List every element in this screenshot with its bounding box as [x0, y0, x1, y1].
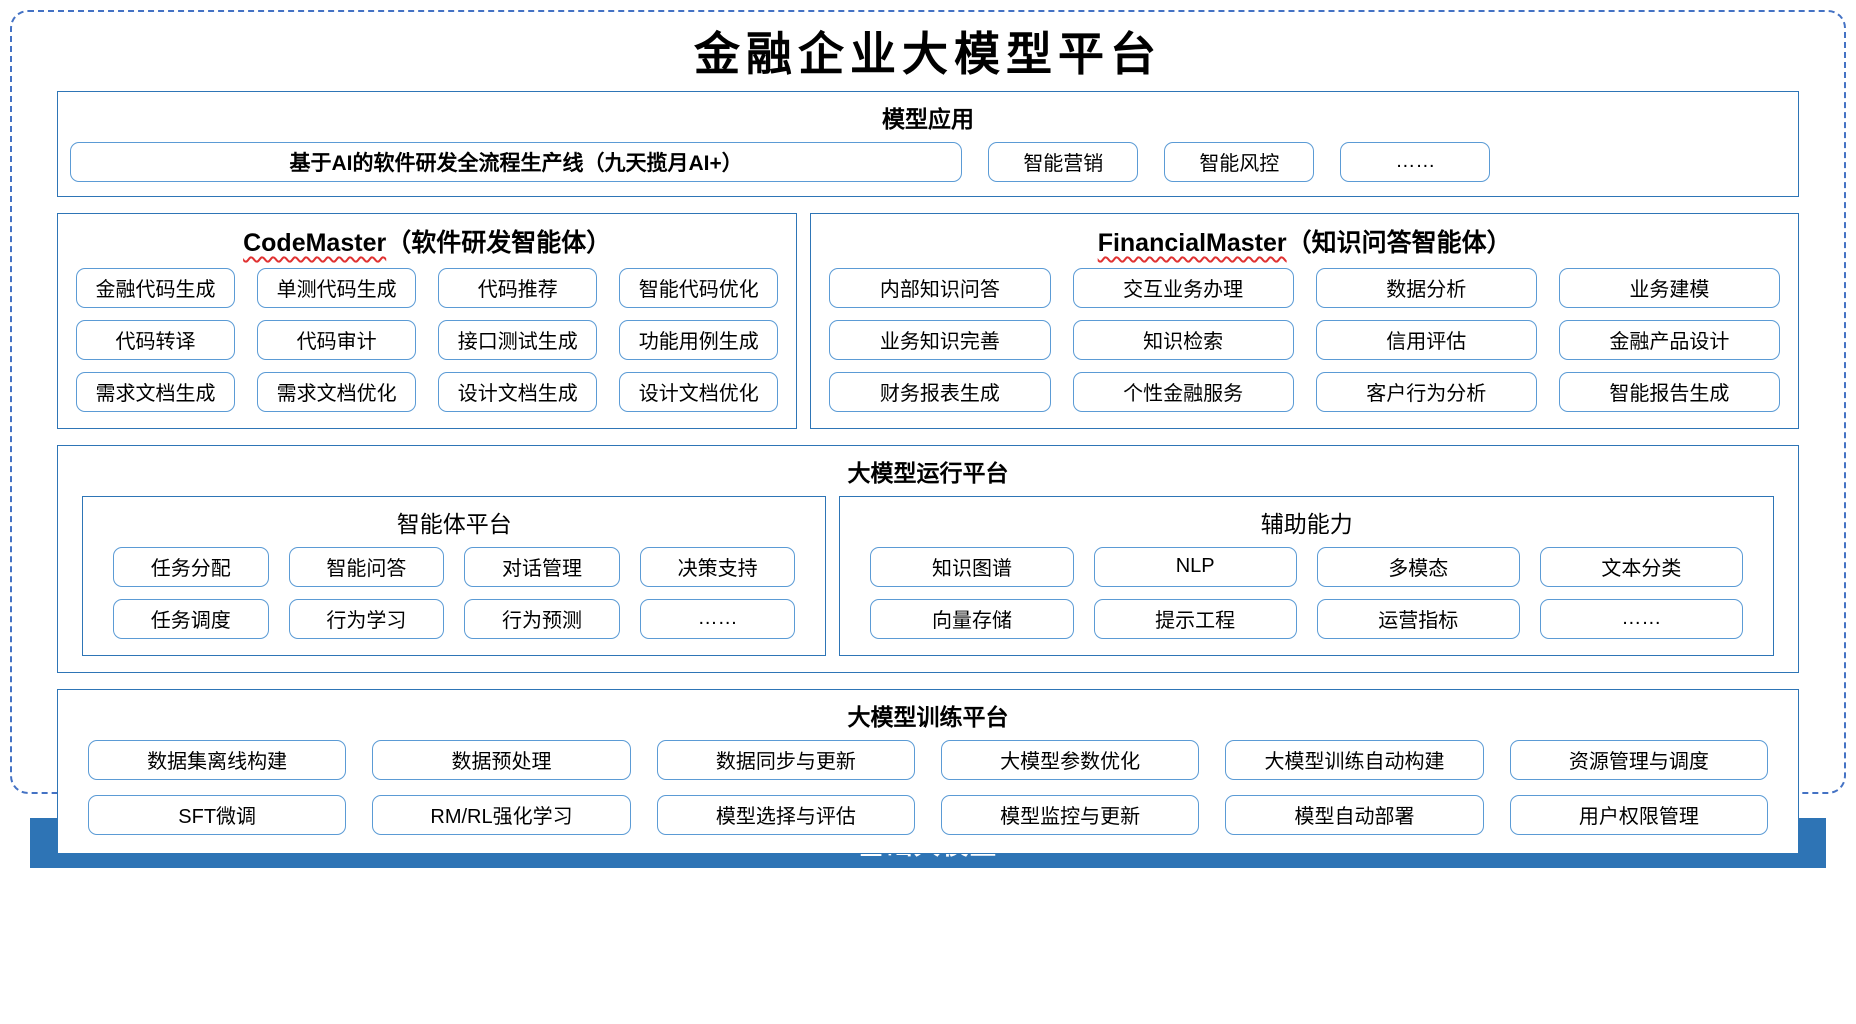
app-box: 智能风控	[1164, 141, 1315, 182]
item-box: 设计文档优化	[619, 371, 779, 412]
item-box: 资源管理与调度	[1509, 739, 1768, 780]
app-box: 智能营销	[988, 141, 1139, 182]
item-box: 客户行为分析	[1315, 371, 1537, 412]
item-box: 金融代码生成	[76, 267, 236, 308]
group-auxiliary-capabilities: 辅助能力 知识图谱 NLP 多模态文本分类向量存储提示工程运营指标 ……	[839, 495, 1774, 656]
item-box: 模型选择与评估	[656, 794, 915, 835]
item-box: 智能报告生成	[1558, 371, 1780, 412]
item-box: 数据预处理	[372, 739, 631, 780]
item-box: 数据集离线构建	[88, 739, 347, 780]
section-runtime-platform: 大模型运行平台 智能体平台 任务分配智能问答对话管理决策支持任务调度行为学习行为…	[57, 444, 1799, 673]
page-title: 金融企业大模型平台	[694, 27, 1162, 81]
codemaster-name-cn: （软件研发智能体）	[386, 228, 612, 257]
app-primary-box: 基于AI的软件研发全流程生产线（九天揽月AI+）	[70, 141, 963, 182]
item-box: NLP	[1093, 546, 1297, 587]
auxiliary-capabilities-grid: 知识图谱 NLP 多模态文本分类向量存储提示工程运营指标 ……	[840, 545, 1773, 655]
item-box: 向量存储	[870, 598, 1074, 639]
codemaster-grid: 金融代码生成单测代码生成代码推荐智能代码优化代码转译代码审计接口测试生成功能用例…	[58, 266, 796, 428]
item-box: 文本分类	[1539, 546, 1743, 587]
agent-platform-title: 智能体平台	[396, 510, 512, 537]
item-box: 知识图谱	[870, 546, 1074, 587]
item-box: 金融产品设计	[1558, 319, 1780, 360]
item-box: 财务报表生成	[829, 371, 1051, 412]
item-box: 需求文档生成	[76, 371, 236, 412]
item-box: 用户权限管理	[1509, 794, 1768, 835]
section-training-platform: 大模型训练平台 数据集离线构建数据预处理数据同步与更新大模型参数优化大模型训练自…	[57, 688, 1799, 854]
item-box: 提示工程	[1093, 598, 1297, 639]
item-box: 需求文档优化	[257, 371, 417, 412]
item-box: 单测代码生成	[257, 267, 417, 308]
item-box: 业务建模	[1558, 267, 1780, 308]
item-box: 数据同步与更新	[656, 739, 915, 780]
auxiliary-capabilities-title: 辅助能力	[1260, 510, 1353, 537]
item-box: 个性金融服务	[1072, 371, 1294, 412]
item-box: 智能问答	[288, 546, 445, 587]
item-box: 智能代码优化	[619, 267, 779, 308]
section-model-applications: 模型应用 基于AI的软件研发全流程生产线（九天揽月AI+） 智能营销 智能风控 …	[57, 90, 1799, 197]
item-box: 代码转译	[76, 319, 236, 360]
financialmaster-title: FinancialMaster（知识问答智能体）	[811, 214, 1798, 266]
section-financialmaster: FinancialMaster（知识问答智能体） 内部知识问答交互业务办理数据分…	[810, 212, 1799, 429]
codemaster-title: CodeMaster（软件研发智能体）	[58, 214, 796, 266]
item-box: ……	[639, 598, 796, 639]
item-box: 行为学习	[288, 598, 445, 639]
item-box: 交互业务办理	[1072, 267, 1294, 308]
runtime-platform-title: 大模型运行平台	[847, 459, 1009, 486]
agents-row: CodeMaster（软件研发智能体） 金融代码生成单测代码生成代码推荐智能代码…	[57, 212, 1799, 429]
item-box: 数据分析	[1315, 267, 1537, 308]
item-box: 任务调度	[113, 598, 269, 639]
app-box: ……	[1340, 141, 1491, 182]
runtime-groups: 智能体平台 任务分配智能问答对话管理决策支持任务调度行为学习行为预测 …… 辅助能…	[58, 494, 1798, 672]
item-box: 内部知识问答	[829, 267, 1051, 308]
platform-frame: 金融企业大模型平台 模型应用 基于AI的软件研发全流程生产线（九天揽月AI+） …	[10, 10, 1846, 854]
item-box: 设计文档生成	[438, 371, 598, 412]
item-box: 运营指标	[1316, 598, 1520, 639]
model-applications-title: 模型应用	[882, 105, 974, 132]
item-box: 代码审计	[257, 319, 417, 360]
item-box: 知识检索	[1072, 319, 1294, 360]
group-agent-platform: 智能体平台 任务分配智能问答对话管理决策支持任务调度行为学习行为预测 ……	[82, 495, 827, 656]
item-box: 业务知识完善	[829, 319, 1051, 360]
item-box: 行为预测	[464, 598, 620, 639]
section-codemaster: CodeMaster（软件研发智能体） 金融代码生成单测代码生成代码推荐智能代码…	[57, 212, 798, 429]
item-box: SFT微调	[88, 794, 347, 835]
item-box: 决策支持	[639, 546, 796, 587]
financialmaster-name-en: FinancialMaster	[1097, 228, 1287, 257]
item-box: 大模型参数优化	[941, 739, 1200, 780]
agent-platform-grid: 任务分配智能问答对话管理决策支持任务调度行为学习行为预测 ……	[83, 545, 825, 655]
training-platform-title: 大模型训练平台	[847, 703, 1009, 730]
financialmaster-grid: 内部知识问答交互业务办理数据分析业务建模业务知识完善知识检索信用评估金融产品设计…	[811, 266, 1798, 428]
item-box: 模型自动部署	[1225, 794, 1484, 835]
item-box: 信用评估	[1315, 319, 1537, 360]
item-box: 模型监控与更新	[941, 794, 1200, 835]
codemaster-name-en: CodeMaster	[243, 228, 387, 257]
item-box: 多模态	[1316, 546, 1520, 587]
item-box: 接口测试生成	[438, 319, 598, 360]
item-box: ……	[1539, 598, 1743, 639]
item-box: 代码推荐	[438, 267, 598, 308]
model-applications-row: 基于AI的软件研发全流程生产线（九天揽月AI+） 智能营销 智能风控 ……	[58, 140, 1798, 196]
item-box: 任务分配	[113, 546, 269, 587]
item-box: 对话管理	[464, 546, 620, 587]
item-box: 功能用例生成	[619, 319, 779, 360]
item-box: RM/RL强化学习	[372, 794, 631, 835]
financialmaster-name-cn: （知识问答智能体）	[1286, 228, 1512, 257]
item-box: 大模型训练自动构建	[1225, 739, 1484, 780]
training-platform-grid: 数据集离线构建数据预处理数据同步与更新大模型参数优化大模型训练自动构建资源管理与…	[58, 738, 1798, 853]
